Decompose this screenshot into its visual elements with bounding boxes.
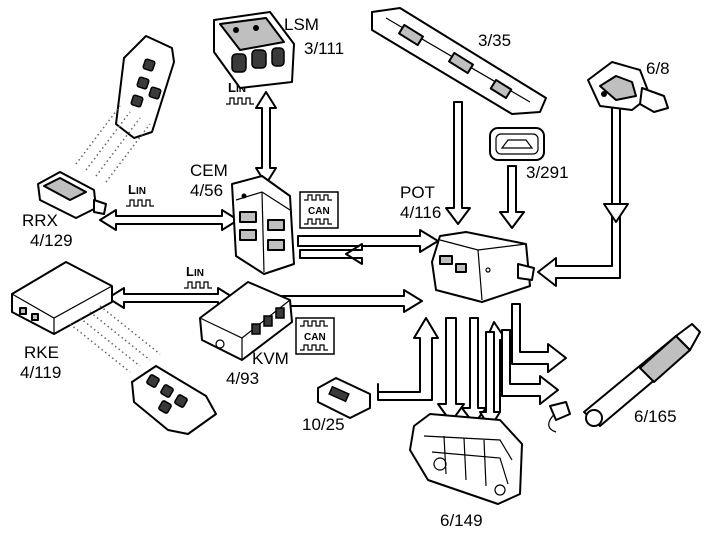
lock-ref: 6/8 xyxy=(646,59,670,78)
pot-motor-arrow-1 xyxy=(437,317,465,423)
lsm-module xyxy=(213,11,295,89)
key-fob-bottom xyxy=(131,365,217,435)
can-symbol-cem-pot: CAN xyxy=(299,191,339,229)
rrx-receiver xyxy=(37,171,107,219)
button-ref: 3/291 xyxy=(526,163,569,182)
strut-ref: 6/165 xyxy=(634,407,677,426)
cem-label: CEM xyxy=(190,161,228,180)
cem-pot-can-arrow xyxy=(297,229,439,253)
key-fob-top-signal xyxy=(75,105,151,183)
rrx-label: RRX xyxy=(22,211,58,230)
lsm-label: LSM xyxy=(284,15,319,34)
svg-text:LIN: LIN xyxy=(186,264,204,279)
switch-pot-arrow xyxy=(377,317,439,401)
cem-ref: 4/56 xyxy=(190,181,223,200)
button-pot-arrow xyxy=(499,165,525,229)
lock-pot-arrow xyxy=(537,105,621,287)
switch-ref: 10/25 xyxy=(302,415,345,434)
svg-text:LIN: LIN xyxy=(128,182,146,197)
rrx-cem-lin-arrow xyxy=(99,209,239,231)
key-fob-top xyxy=(115,35,175,139)
kvm-pot-can-arrow xyxy=(281,289,423,313)
rke-kvm-lin-arrow xyxy=(107,287,235,309)
tailgate-button xyxy=(489,127,545,161)
lin-symbol-rrx: LIN xyxy=(126,182,154,207)
svg-text:LIN: LIN xyxy=(228,80,246,95)
gas-strut xyxy=(548,323,701,433)
pot-ref: 4/116 xyxy=(400,203,441,222)
handle-pot-arrow xyxy=(445,101,471,225)
pot-label: POT xyxy=(400,183,435,202)
cem-pot-can-arrow-back xyxy=(299,243,363,265)
rke-label: RKE xyxy=(24,343,59,362)
pot-module xyxy=(431,231,535,303)
interior-switch xyxy=(317,377,371,419)
kvm-label: KVM xyxy=(252,349,289,368)
svg-text:CAN: CAN xyxy=(308,206,330,217)
tailgate-handle xyxy=(371,7,547,115)
tailgate-lock xyxy=(587,61,669,113)
drive-motor xyxy=(409,413,523,505)
handle-ref: 3/35 xyxy=(478,31,511,50)
lsm-cem-lin-arrow xyxy=(255,91,277,185)
pot-motor-arrow-2 xyxy=(461,317,487,425)
lin-symbol-lsm: LIN xyxy=(226,80,254,105)
svg-text:CAN: CAN xyxy=(304,332,326,343)
cem-module xyxy=(231,175,295,275)
rrx-ref: 4/129 xyxy=(30,231,73,250)
lsm-ref: 3/111 xyxy=(304,39,344,58)
kvm-ref: 4/93 xyxy=(226,369,259,388)
lin-symbol-rke: LIN xyxy=(184,264,212,289)
lock-pot-arrow-head xyxy=(603,203,629,223)
kvm-module xyxy=(199,281,293,361)
pot-strut-arrow-1 xyxy=(511,303,567,373)
rke-ref: 4/119 xyxy=(20,363,61,382)
motor-ref: 6/149 xyxy=(440,511,483,530)
rke-receiver xyxy=(11,261,113,335)
pot-strut-arrow-2 xyxy=(501,329,559,405)
can-symbol-kvm: CAN xyxy=(295,317,335,355)
